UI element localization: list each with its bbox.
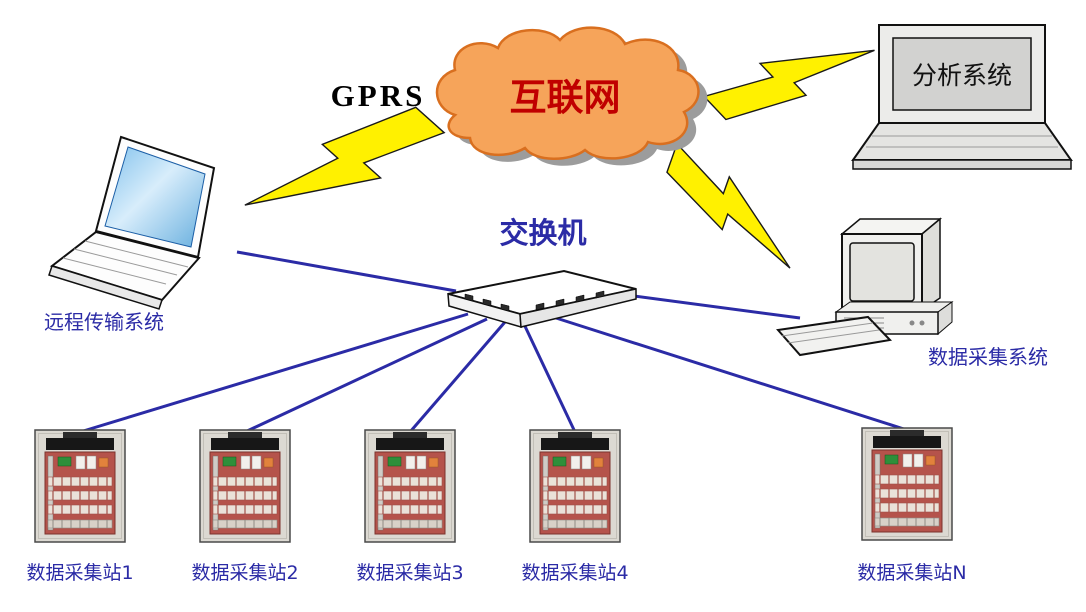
station-label-2: 数据采集站2 [191,562,298,584]
network-switch-icon [447,269,637,329]
internet-label: 互联网 [510,76,621,119]
link-switch-station-n [555,316,908,432]
analysis-laptop-icon: 分析系统 [851,24,1073,170]
monitor-side [921,217,941,312]
monitor-screen [849,242,915,302]
station-cabinet-n [861,427,953,541]
case-button-1 [909,320,915,326]
case-button-2 [919,320,925,326]
lightning-bolt-analysis [703,0,876,159]
remote-system-label: 远程传输系统 [44,310,164,334]
laptop-base-edge [48,265,163,310]
gprs-label: GPRS [331,78,426,113]
station-cabinet-3 [364,429,456,543]
analysis-keyboard-deck [851,122,1073,161]
station-cabinet-2 [199,429,291,543]
laptop-keys [62,240,189,285]
station-cabinet-1 [34,429,126,543]
station-label-3: 数据采集站3 [356,562,463,584]
link-laptop-switch [236,250,457,293]
analysis-front-edge [852,159,1072,170]
switch-ports [464,290,605,312]
analysis-screen [892,37,1032,111]
switch-label: 交换机 [499,216,586,250]
case-top [834,301,954,313]
remote-laptop-icon [48,135,216,310]
laptop-screen [104,146,206,248]
analysis-system-screen-label: 分析系统 [912,61,1012,90]
station-label-1: 数据采集站1 [26,562,133,584]
station-cabinet-4 [529,429,621,543]
acquisition-keyboard-rows [781,322,880,344]
station-label-n: 数据采集站N [857,562,966,584]
network-links [79,250,908,434]
acquisition-computer-icon [776,217,954,357]
link-switch-computer [633,294,801,320]
lightning-bolt-acquisition [649,142,818,270]
link-switch-station-1 [79,312,469,434]
analysis-keyboard-rows [866,135,1058,148]
link-switch-station-2 [244,317,488,434]
station-label-4: 数据采集站4 [521,562,628,584]
link-switch-station-3 [408,321,507,433]
acquisition-system-label: 数据采集系统 [928,345,1048,369]
internet-cloud: 互联网 [435,26,708,166]
diagram-labels: 交换机 远程传输系统 数据采集系统 数据采集站1 数据采集站2 数据采集站3 数… [26,216,1048,584]
link-switch-station-4 [521,321,577,433]
